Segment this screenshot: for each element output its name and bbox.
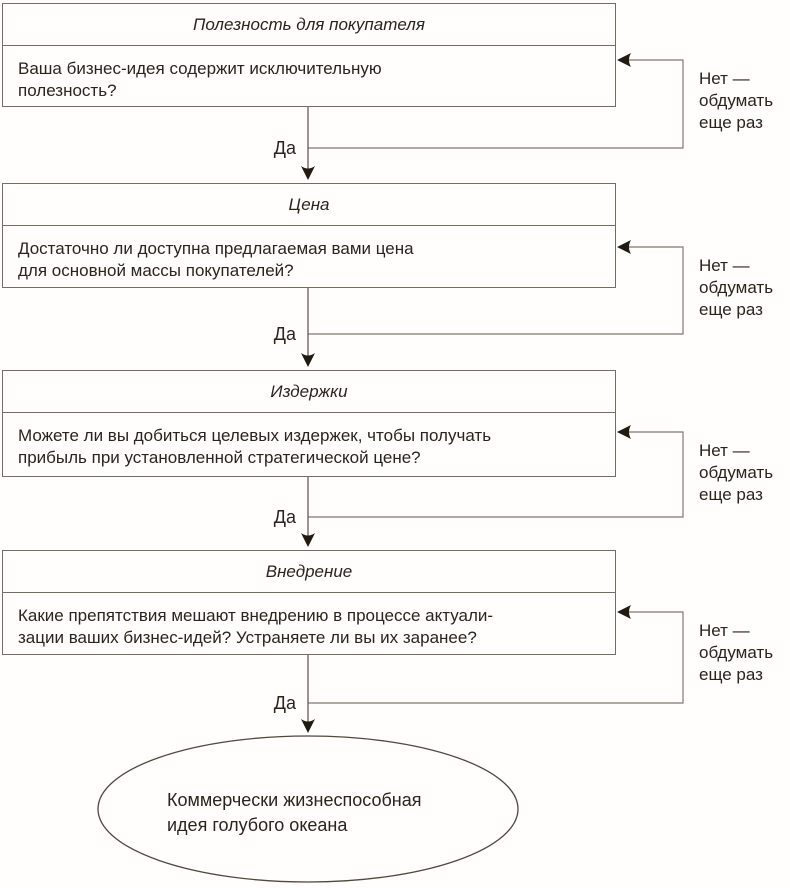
stage-question: Достаточно ли доступна предлагаемая вами… (18, 239, 414, 280)
stage-box-utility: Полезность для покупателя Ваша бизнес-ид… (2, 3, 616, 107)
stage-box-cost: Издержки Можете ли вы добиться целевых и… (2, 370, 616, 477)
no-arrowhead-icon-2 (617, 240, 631, 254)
yes-arrowhead-icon-3 (301, 533, 315, 547)
no-loop-label: Нет — обдумать еще раз (699, 256, 774, 319)
stage-question: Можете ли вы добиться целевых издержек, … (18, 426, 492, 467)
yes-label: Да (273, 138, 296, 158)
stage-question: Ваша бизнес-идея содержит исключительную… (18, 59, 382, 100)
stage-title: Цена (3, 184, 615, 226)
no-loop-label: Нет — обдумать еще раз (699, 441, 774, 504)
yes-label: Да (273, 693, 296, 713)
stage-title: Внедрение (3, 551, 615, 593)
yes-arrowhead-icon-1 (301, 166, 315, 180)
no-loop-label: Нет — обдумать еще раз (699, 621, 774, 684)
yes-arrowhead-icon-4 (301, 719, 315, 733)
stage-question: Какие препятствия мешают внедрению в про… (18, 606, 494, 647)
stage-box-adoption: Внедрение Какие препятствия мешают внедр… (2, 550, 616, 655)
no-arrowhead-icon-3 (617, 425, 631, 439)
stage-box-price: Цена Достаточно ли доступна предлагаемая… (2, 183, 616, 288)
no-arrowhead-icon-4 (617, 605, 631, 619)
no-arrowhead-icon-1 (617, 53, 631, 67)
stage-title: Издержки (3, 371, 615, 413)
stage-title: Полезность для покупателя (3, 4, 615, 46)
no-loop-label: Нет — обдумать еще раз (699, 69, 774, 132)
result-label: Коммерчески жизнеспособная идея голубого… (167, 790, 422, 835)
yes-label: Да (273, 507, 296, 527)
yes-arrowhead-icon-2 (301, 353, 315, 367)
yes-label: Да (273, 324, 296, 344)
